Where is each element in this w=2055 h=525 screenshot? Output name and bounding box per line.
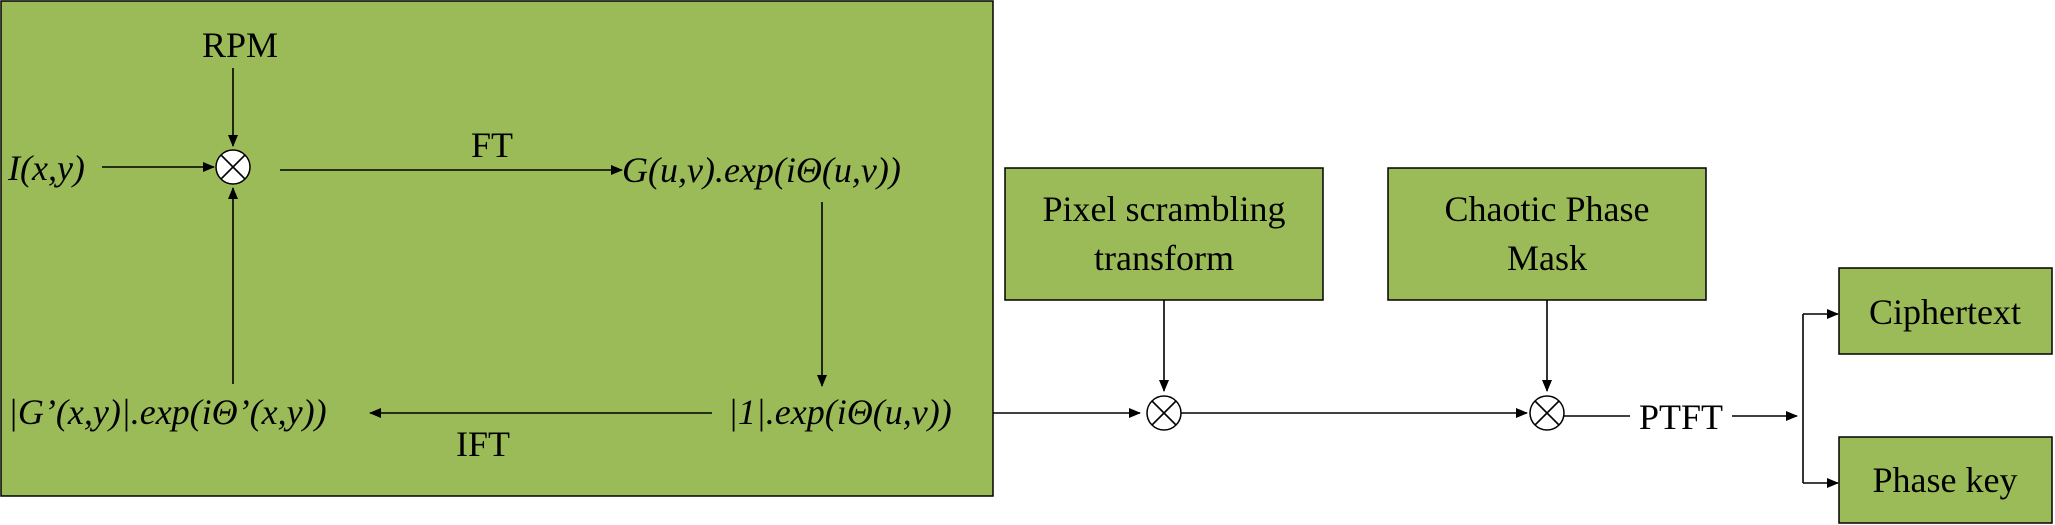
ptft-label: PTFT bbox=[1639, 397, 1723, 437]
g-prime-label: |G’(x,y)|.exp(iΘ’(x,y)) bbox=[8, 392, 327, 432]
g-spectrum-label: G(u,v).exp(iΘ(u,v)) bbox=[622, 150, 901, 190]
multiplier-node-3 bbox=[1529, 395, 1565, 431]
chaotic-phase-mask-box bbox=[1387, 167, 1707, 301]
pixel-scrambling-line1: Pixel scrambling bbox=[1043, 189, 1286, 229]
ft-label: FT bbox=[471, 125, 513, 165]
ciphertext-label: Ciphertext bbox=[1869, 292, 2021, 332]
unit-amplitude-label: |1|.exp(iΘ(u,v)) bbox=[728, 392, 952, 432]
chaotic-phase-mask-line1: Chaotic Phase bbox=[1445, 189, 1650, 229]
multiplier-node-1 bbox=[215, 149, 251, 185]
multiplier-node-2 bbox=[1146, 395, 1182, 431]
phase-key-box bbox=[1838, 436, 2053, 524]
phase-key-label: Phase key bbox=[1873, 460, 2018, 500]
chaotic-phase-mask-line2: Mask bbox=[1507, 238, 1587, 278]
ift-label: IFT bbox=[456, 424, 510, 464]
pixel-scrambling-line2: transform bbox=[1094, 238, 1234, 278]
input-image-label: I(x,y) bbox=[7, 148, 85, 188]
pixel-scrambling-box bbox=[1004, 167, 1324, 301]
rpm-label: RPM bbox=[202, 25, 278, 65]
ciphertext-box bbox=[1838, 267, 2053, 355]
